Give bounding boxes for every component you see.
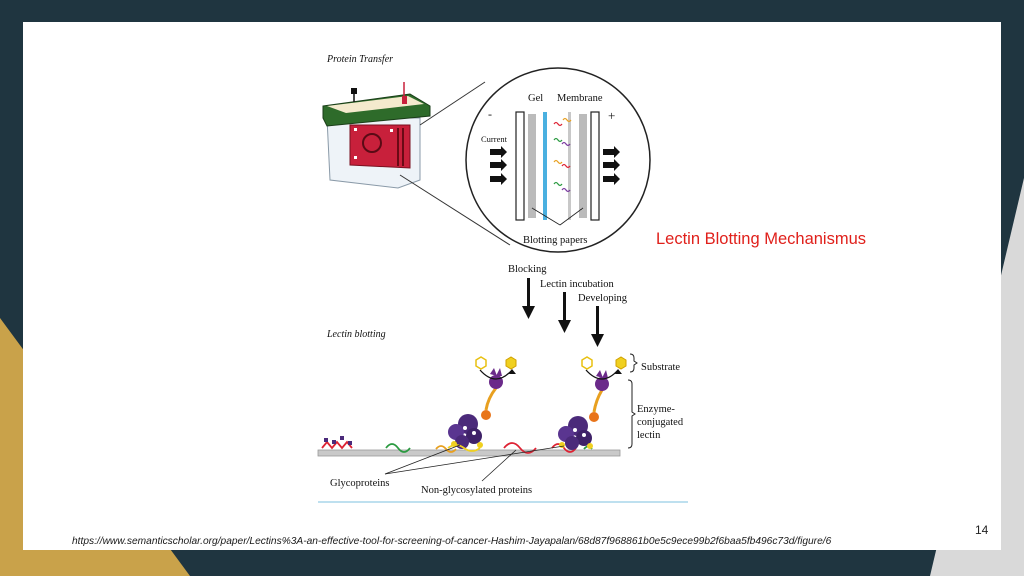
current-label: Current <box>481 134 508 144</box>
gel-label: Gel <box>528 93 543 104</box>
developing-label: Developing <box>578 293 628 304</box>
slide-title: Lectin Blotting Mechanismus <box>656 230 867 248</box>
blocking-label: Blocking <box>508 264 547 275</box>
glycoproteins-label: Glycoproteins <box>330 478 390 489</box>
zoom-line <box>419 81 486 126</box>
current-arrows-right <box>603 146 620 185</box>
nonglyco-pointer <box>481 449 517 482</box>
enzyme-bracket <box>627 379 636 449</box>
substrate-bracket <box>629 353 638 373</box>
enzyme-lectin-complex-2 <box>558 356 627 450</box>
source-url[interactable]: https://www.semanticscholar.org/paper/Le… <box>72 536 832 547</box>
anode-plate <box>590 111 600 221</box>
glycoprotein-pointer <box>384 444 461 475</box>
enzyme-label-line3: lectin <box>637 430 661 441</box>
blotting-papers-left <box>528 114 536 218</box>
step-arrows <box>522 278 604 347</box>
membrane-label: Membrane <box>557 93 603 104</box>
protein-bands <box>553 117 572 193</box>
blotting-papers-right <box>579 114 587 218</box>
glycoprotein-pointer <box>384 445 565 475</box>
membrane-proteins <box>321 436 593 454</box>
transfer-sandwich-detail: Gel Membrane - + Current <box>465 67 651 253</box>
zoom-line <box>399 174 511 246</box>
minus-sign: - <box>488 107 492 121</box>
lectin-incubation-label: Lectin incubation <box>540 279 615 290</box>
enzyme-label-line1: Enzyme- <box>637 404 675 415</box>
substrate-label: Substrate <box>641 362 680 373</box>
blotting-papers-label: Blotting papers <box>523 235 587 246</box>
lectin-blotting-label: Lectin blotting <box>326 329 386 340</box>
non-glycosylated-label: Non-glycosylated proteins <box>421 485 532 496</box>
enzyme-label-line2: conjugated <box>637 417 684 428</box>
enzyme-lectin-complex-1 <box>447 356 517 452</box>
page-number: 14 <box>975 523 989 537</box>
gel-layer <box>543 112 547 220</box>
current-arrows-left <box>490 146 507 185</box>
transfer-apparatus <box>322 82 431 189</box>
lectin-blotting-diagram: Protein Transfer Gel Membrane - + Curren… <box>317 54 688 503</box>
cathode-plate <box>515 111 525 221</box>
protein-transfer-label: Protein Transfer <box>326 54 393 65</box>
plus-sign: + <box>608 108 615 123</box>
